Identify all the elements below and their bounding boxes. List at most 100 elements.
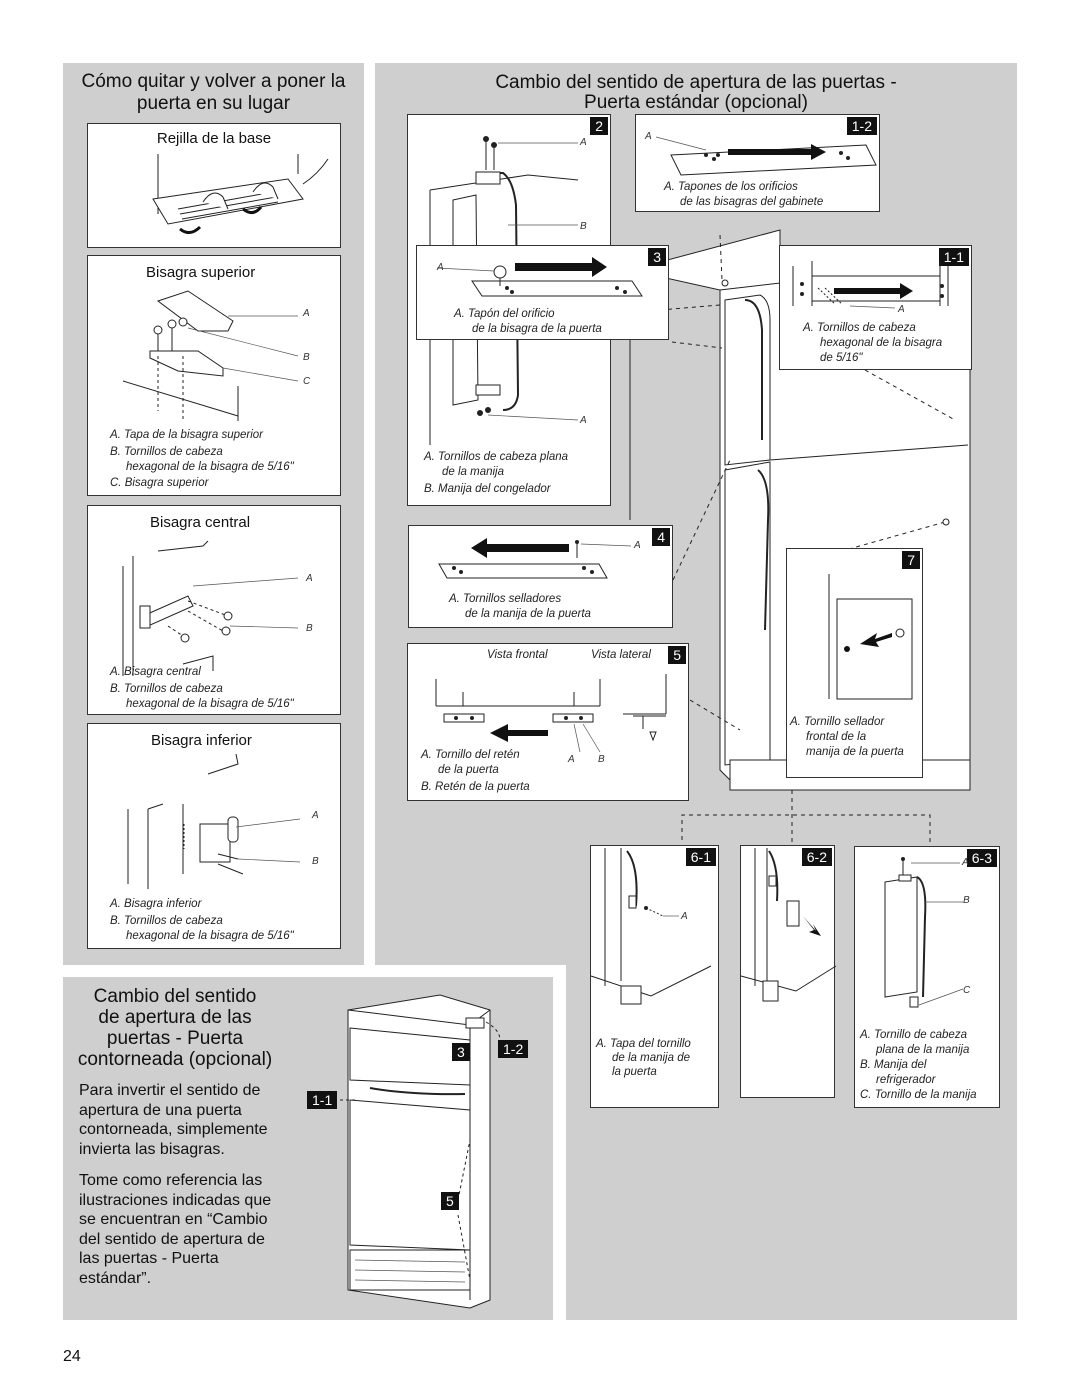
contoured-callout-1-1: 1-1 <box>307 1091 338 1109</box>
bottom-hinge-caption-a: A. Bisagra inferior <box>110 898 202 910</box>
step-3-panel: 3 A A. Tapón del orificio de la bisagra … <box>416 245 669 340</box>
contoured-callout-1-2: 1-2 <box>498 1040 529 1058</box>
step-6-3-label-c: C <box>963 985 971 996</box>
top-hinge-caption-b2: hexagonal de la bisagra de 5/16" <box>126 461 294 473</box>
step-1-2-label-a: A <box>645 131 652 142</box>
step-6-3-caption-b: B. Manija del <box>860 1059 927 1071</box>
top-hinge-caption-a: A. Tapa de la bisagra superior <box>110 429 264 441</box>
step-6-3-number: 6-3 <box>966 849 997 867</box>
step-7-caption-a: A. Tornillo sellador <box>790 716 885 728</box>
bottom-hinge-label-b: B <box>312 856 319 867</box>
step-6-1-label-a: A <box>681 911 688 922</box>
bottom-hinge-title: Bisagra inferior <box>151 732 252 749</box>
step-4-caption-a2: de la manija de la puerta <box>465 608 591 620</box>
para1-line3: contorneada, simplemente <box>79 1121 268 1138</box>
step-6-1-panel: 6-1 A A. Tapa del tornillo de la manija … <box>590 845 719 1108</box>
step-3-caption-a: A. Tapón del orificio <box>454 308 555 320</box>
top-hinge-panel: Bisagra superior A B C A. Tapa de la bis… <box>87 255 341 496</box>
para1-line2: apertura de una puerta <box>79 1101 242 1119</box>
right-section-heading-line1: Cambio del sentido de apertura de las pu… <box>495 72 897 93</box>
step-6-3-caption-a2: plana de la manija <box>876 1044 970 1056</box>
page-number: 24 <box>63 1348 81 1365</box>
contoured-paragraph-2: Tome como referencia las ilustraciones i… <box>79 1171 271 1288</box>
step-6-1-caption-a: A. Tapa del tornillo <box>596 1038 691 1050</box>
left-section-heading: Cómo quitar y volver a poner la puerta e… <box>81 71 346 114</box>
step-6-3-label-a: A <box>962 857 969 868</box>
center-hinge-caption-b: B. Tornillos de cabeza <box>110 683 223 695</box>
step-5-number: 5 <box>668 646 686 664</box>
right-section-heading-line2: Puerta estándar (opcional) <box>584 92 808 113</box>
step-1-1-caption-a3: de 5/16" <box>820 352 863 364</box>
step-6-1-number: 6-1 <box>685 848 716 866</box>
step-2-caption-a: A. Tornillos de cabeza plana <box>424 451 569 463</box>
step-6-3-caption-a: A. Tornillo de cabeza <box>860 1029 967 1041</box>
step-2-label-a: A <box>580 137 587 148</box>
step-7-caption-a2: frontal de la <box>806 731 867 743</box>
top-hinge-label-b: B <box>303 352 310 363</box>
step-6-3-label-b: B <box>963 895 970 906</box>
bottom-hinge-illustration <box>127 753 301 889</box>
step-5-label-a: A <box>568 754 575 765</box>
step-5-panel: 5 Vista frontal Vista lateral A B A. Tor… <box>407 643 689 801</box>
step-1-2-panel: 1-2 A A. Tapones de los orificios de las… <box>635 114 880 212</box>
step-6-1-illustration <box>590 848 712 1005</box>
step-6-3-caption-b2: refrigerador <box>876 1074 936 1086</box>
step-6-2-panel: 6-2 <box>740 845 837 1098</box>
step-1-1-label-a: A <box>898 304 905 315</box>
base-grille-illustration <box>152 154 329 234</box>
step-1-2-number: 1-2 <box>846 117 877 135</box>
step-6-2-illustration <box>740 848 837 1002</box>
center-hinge-title: Bisagra central <box>150 514 251 531</box>
step-6-3-illustration <box>884 857 964 1008</box>
step-3-illustration <box>436 257 643 297</box>
center-hinge-caption-b2: hexagonal de la bisagra de 5/16" <box>126 698 294 710</box>
step-4-number: 4 <box>652 528 670 546</box>
bottom-hinge-caption-b: B. Tornillos de cabeza <box>110 915 223 927</box>
step-4-illustration <box>438 538 632 579</box>
top-hinge-caption-c: C. Bisagra superior <box>110 477 209 489</box>
step-2-label-b: B <box>580 221 587 232</box>
bottom-hinge-label-a: A <box>312 810 319 821</box>
contoured-heading-line2: de apertura de las <box>98 1007 252 1028</box>
step-1-1-panel: 1-1 A A. Tornillos de cabeza hexagonal d… <box>779 245 972 370</box>
step-4-label-a: A <box>634 540 641 551</box>
step-1-1-illustration <box>792 261 949 309</box>
step-3-number: 3 <box>648 248 666 266</box>
center-hinge-panel: Bisagra central A B A. Bisagra central B… <box>87 505 341 715</box>
contoured-callout-3: 3 <box>452 1043 470 1061</box>
step-5-side-view-label: Vista lateral <box>591 649 651 661</box>
step-2-caption-a2: de la manija <box>442 466 505 478</box>
step-7-illustration <box>828 574 913 700</box>
center-hinge-illustration <box>122 540 299 676</box>
step-2-number: 2 <box>590 117 608 135</box>
step-1-2-illustration <box>655 136 877 176</box>
para1-line4: invierta las bisagras. <box>79 1140 225 1158</box>
para2-line6: estándar”. <box>79 1269 152 1287</box>
step-6-3-panel: 6-3 A B C A. Tornillo de cabeza plana de… <box>854 846 1000 1108</box>
step-5-label-b: B <box>598 754 605 765</box>
step-7-caption-a3: manija de la puerta <box>806 746 904 758</box>
step-5-caption-a: A. Tornillo del retén <box>421 749 520 761</box>
step-2-caption-b: B. Manija del congelador <box>424 483 551 495</box>
contoured-door-heading: Cambio del sentido de apertura de las pu… <box>66 986 284 1070</box>
bottom-hinge-caption-b2: hexagonal de la bisagra de 5/16" <box>126 930 294 942</box>
step-7-number: 7 <box>902 551 920 569</box>
step-5-caption-a2: de la puerta <box>438 764 499 776</box>
step-5-caption-b: B. Retén de la puerta <box>421 781 530 793</box>
top-hinge-illustration <box>122 290 299 421</box>
bottom-hinge-panel: Bisagra inferior A B A. Bisagra inferior… <box>87 723 341 949</box>
contoured-callout-5: 5 <box>441 1192 459 1210</box>
para2-line1: Tome como referencia las <box>79 1172 263 1189</box>
top-hinge-label-c: C <box>303 376 311 387</box>
contoured-paragraph-1: Para invertir el sentido de apertura de … <box>79 1081 268 1159</box>
top-hinge-caption-b: B. Tornillos de cabeza <box>110 446 223 458</box>
step-1-1-number: 1-1 <box>938 248 969 266</box>
step-5-illustration <box>435 674 667 753</box>
para2-line4: del sentido de apertura de <box>79 1230 265 1248</box>
step-4-caption-a: A. Tornillos selladores <box>449 593 562 605</box>
contoured-heading-line4: contorneada (opcional) <box>77 1049 273 1070</box>
step-5-front-view-label: Vista frontal <box>487 649 548 661</box>
step-2-label-a2: A <box>580 415 587 426</box>
step-6-1-caption-a2: de la manija de <box>612 1052 690 1064</box>
